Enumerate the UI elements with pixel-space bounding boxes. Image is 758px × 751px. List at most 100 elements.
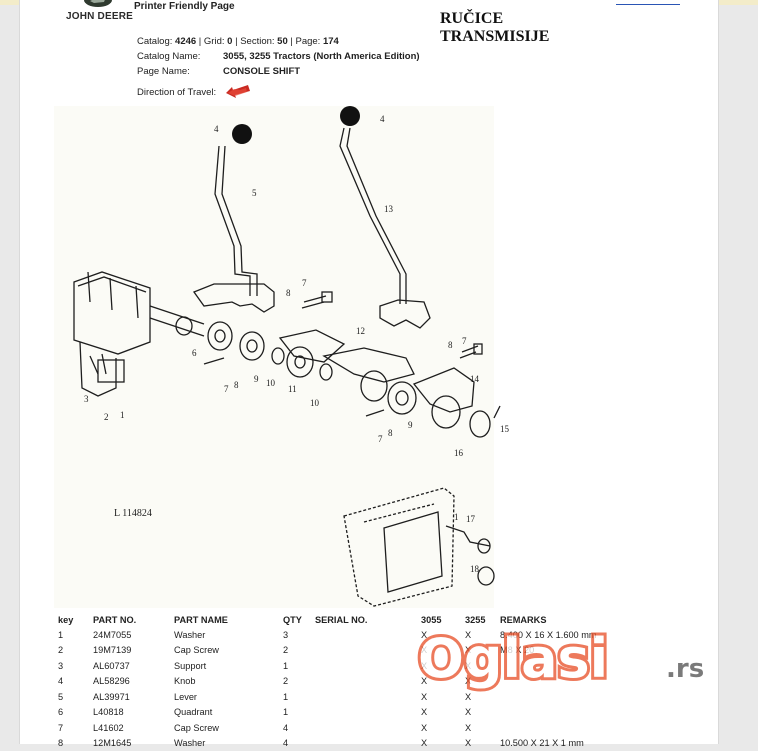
row-3055: X bbox=[421, 720, 465, 736]
direction-label: Direction of Travel: bbox=[137, 87, 216, 98]
row-qty: 1 bbox=[283, 689, 315, 705]
page-name-line: Page Name:CONSOLE SHIFT bbox=[137, 66, 300, 77]
drawing-reference: L 114824 bbox=[114, 508, 152, 519]
direction-arrow-icon bbox=[225, 84, 251, 100]
console-shift-drawing: 1 2 3 4 4 5 6 7 7 7 7 8 8 8 8 9 9 10 10 … bbox=[54, 106, 494, 608]
svg-text:10: 10 bbox=[310, 398, 320, 408]
row-serial bbox=[315, 720, 421, 736]
oglasi-watermark-logo: Oglasi Oglasi .rs bbox=[418, 625, 718, 691]
row-part-no[interactable]: L41602 bbox=[93, 720, 174, 736]
svg-text:4: 4 bbox=[214, 124, 219, 134]
svg-text:5: 5 bbox=[252, 188, 257, 198]
row-part-name: Cap Screw bbox=[174, 720, 283, 736]
row-remarks bbox=[500, 720, 650, 736]
table-row: 7 L41602 Cap Screw 4 X X bbox=[58, 720, 650, 736]
svg-text:18: 18 bbox=[470, 564, 480, 574]
row-3255: X bbox=[465, 705, 500, 721]
header-key: key bbox=[58, 612, 93, 627]
svg-text:8: 8 bbox=[388, 428, 393, 438]
svg-text:8: 8 bbox=[448, 340, 453, 350]
svg-text:2: 2 bbox=[104, 412, 109, 422]
row-key: 3 bbox=[58, 658, 93, 674]
svg-text:7: 7 bbox=[462, 336, 467, 346]
header-serial-no: SERIAL NO. bbox=[315, 612, 421, 627]
catalog-line: Catalog: 4246 | Grid: 0 | Section: 50 | … bbox=[137, 36, 339, 47]
svg-text:1: 1 bbox=[454, 512, 459, 522]
row-qty: 2 bbox=[283, 643, 315, 659]
row-part-name: Knob bbox=[174, 674, 283, 690]
row-remarks: 10.500 X 21 X 1 mm bbox=[500, 736, 650, 751]
row-qty: 4 bbox=[283, 720, 315, 736]
row-part-no[interactable]: L40818 bbox=[93, 705, 174, 721]
john-deere-logo-icon bbox=[82, 0, 114, 10]
row-qty: 4 bbox=[283, 736, 315, 751]
row-part-no[interactable]: 19M7139 bbox=[93, 643, 174, 659]
top-link[interactable] bbox=[616, 0, 680, 5]
brand-name: JOHN DEERE bbox=[66, 11, 133, 22]
row-key: 1 bbox=[58, 627, 93, 643]
row-remarks bbox=[500, 705, 650, 721]
row-serial bbox=[315, 736, 421, 751]
row-key: 8 bbox=[58, 736, 93, 751]
row-serial bbox=[315, 689, 421, 705]
svg-text:11: 11 bbox=[288, 384, 297, 394]
row-serial bbox=[315, 674, 421, 690]
row-qty: 1 bbox=[283, 658, 315, 674]
row-qty: 2 bbox=[283, 674, 315, 690]
row-key: 6 bbox=[58, 705, 93, 721]
svg-text:15: 15 bbox=[500, 424, 510, 434]
row-serial bbox=[315, 705, 421, 721]
watermark-brand: Oglasi bbox=[418, 627, 608, 690]
svg-text:7: 7 bbox=[224, 384, 229, 394]
svg-text:8: 8 bbox=[234, 380, 239, 390]
parts-diagram: 1 2 3 4 4 5 6 7 7 7 7 8 8 8 8 9 9 10 10 … bbox=[54, 106, 494, 608]
row-qty: 3 bbox=[283, 627, 315, 643]
svg-text:12: 12 bbox=[356, 326, 365, 336]
table-row: 6 L40818 Quadrant 1 X X bbox=[58, 705, 650, 721]
header-part-no: PART NO. bbox=[93, 612, 174, 627]
row-part-no[interactable]: 24M7055 bbox=[93, 627, 174, 643]
printer-friendly-page: JOHN DEERE Printer Friendly Page Catalog… bbox=[19, 0, 719, 744]
table-row: 8 12M1645 Washer 4 X X 10.500 X 21 X 1 m… bbox=[58, 736, 650, 751]
svg-text:9: 9 bbox=[408, 420, 413, 430]
row-remarks bbox=[500, 689, 650, 705]
svg-text:7: 7 bbox=[378, 434, 383, 444]
row-3255: X bbox=[465, 736, 500, 751]
svg-text:6: 6 bbox=[192, 348, 197, 358]
row-part-name: Support bbox=[174, 658, 283, 674]
row-key: 4 bbox=[58, 674, 93, 690]
row-3255: X bbox=[465, 720, 500, 736]
row-serial bbox=[315, 658, 421, 674]
row-part-name: Cap Screw bbox=[174, 643, 283, 659]
svg-text:9: 9 bbox=[254, 374, 259, 384]
row-key: 5 bbox=[58, 689, 93, 705]
svg-text:16: 16 bbox=[454, 448, 464, 458]
row-3255: X bbox=[465, 689, 500, 705]
row-part-no[interactable]: AL60737 bbox=[93, 658, 174, 674]
svg-text:4: 4 bbox=[380, 114, 385, 124]
row-part-name: Quadrant bbox=[174, 705, 283, 721]
svg-text:13: 13 bbox=[384, 204, 394, 214]
row-part-name: Washer bbox=[174, 627, 283, 643]
row-key: 7 bbox=[58, 720, 93, 736]
header-part-name: PART NAME bbox=[174, 612, 283, 627]
svg-text:17: 17 bbox=[466, 514, 476, 524]
row-part-name: Washer bbox=[174, 736, 283, 751]
row-3055: X bbox=[421, 705, 465, 721]
svg-text:7: 7 bbox=[302, 278, 307, 288]
svg-text:10: 10 bbox=[266, 378, 276, 388]
svg-text:1: 1 bbox=[120, 410, 125, 420]
row-part-no[interactable]: AL58296 bbox=[93, 674, 174, 690]
row-part-no[interactable]: AL39971 bbox=[93, 689, 174, 705]
row-3055: X bbox=[421, 689, 465, 705]
row-serial bbox=[315, 627, 421, 643]
svg-text:8: 8 bbox=[286, 288, 291, 298]
row-key: 2 bbox=[58, 643, 93, 659]
header-qty: QTY bbox=[283, 612, 315, 627]
row-qty: 1 bbox=[283, 705, 315, 721]
svg-text:14: 14 bbox=[470, 374, 480, 384]
row-part-no[interactable]: 12M1645 bbox=[93, 736, 174, 751]
table-row: 5 AL39971 Lever 1 X X bbox=[58, 689, 650, 705]
row-3055: X bbox=[421, 736, 465, 751]
catalog-name-line: Catalog Name:3055, 3255 Tractors (North … bbox=[137, 51, 420, 62]
